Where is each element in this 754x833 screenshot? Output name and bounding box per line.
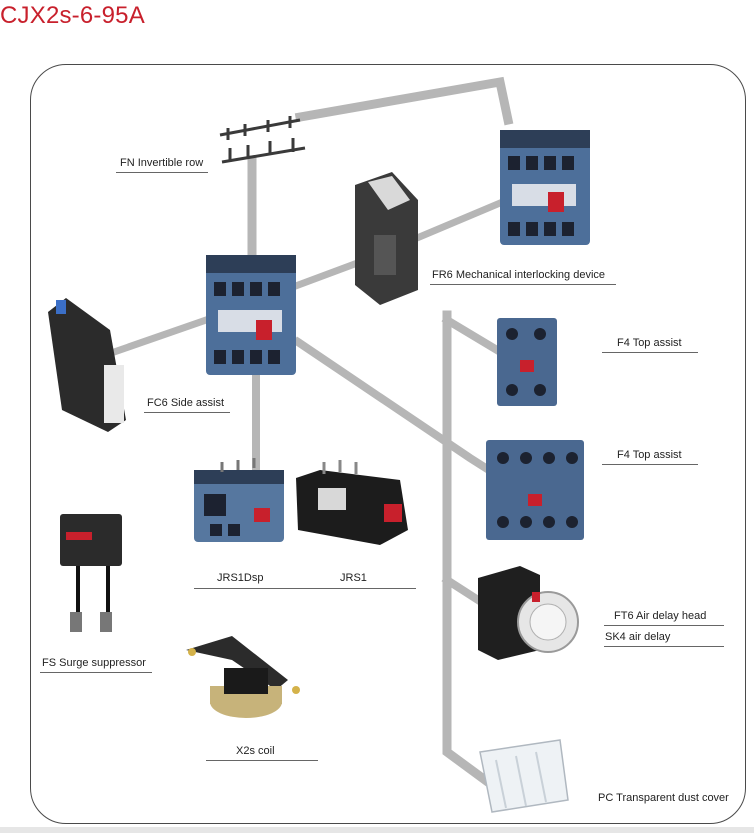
f4-top-assist-1-part [497,318,557,406]
fc6-side-assist-part [48,298,126,432]
main-contactor-part [206,255,296,375]
label-fs-surge-suppressor: FS Surge suppressor [42,657,146,669]
label-underline [604,625,724,626]
label-sk4-air-delay: SK4 air delay [605,631,671,643]
label-f4-top-assist-1: F4 Top assist [617,337,682,349]
label-underline [116,172,208,173]
fs-surge-suppressor-part [60,514,122,632]
label-underline [602,352,698,353]
label-underline [194,588,416,589]
label-pc-dust-cover: PC Transparent dust cover [598,792,729,804]
label-fc6-side-assist: FC6 Side assist [147,397,225,409]
label-jrs1dsp: JRS1Dsp [217,572,264,584]
label-fn-invertible-row: FN Invertible row [120,157,204,169]
label-ft6-air-delay-head: FT6 Air delay head [614,610,707,622]
diagram-frame [30,64,746,824]
label-x2s-coil: X2s coil [236,745,275,757]
ft6-air-delay-part [478,566,579,660]
label-f4-top-assist-2: F4 Top assist [617,449,682,461]
fr6-interlock-part [355,172,418,305]
x2s-coil-part [186,636,300,718]
label-underline [206,760,318,761]
label-underline [144,412,230,413]
label-underline [40,672,152,673]
page-title: CJX2s-6-95A [0,2,145,29]
fn-invertible-row-part [219,116,306,164]
label-fr6-interlocking: FR6 Mechanical interlocking device [432,269,606,281]
pc-dust-cover-part [479,739,569,813]
secondary-contactor-part [500,130,590,245]
label-underline [604,646,724,647]
jrs1dsp-relay-part [194,458,284,542]
label-underline [430,284,616,285]
label-jrs1: JRS1 [340,572,367,584]
bottom-strip [0,827,754,833]
jrs1-relay-part [296,460,408,545]
f4-top-assist-2-part [486,440,584,540]
connector-lines [109,76,517,787]
label-underline [602,464,698,465]
